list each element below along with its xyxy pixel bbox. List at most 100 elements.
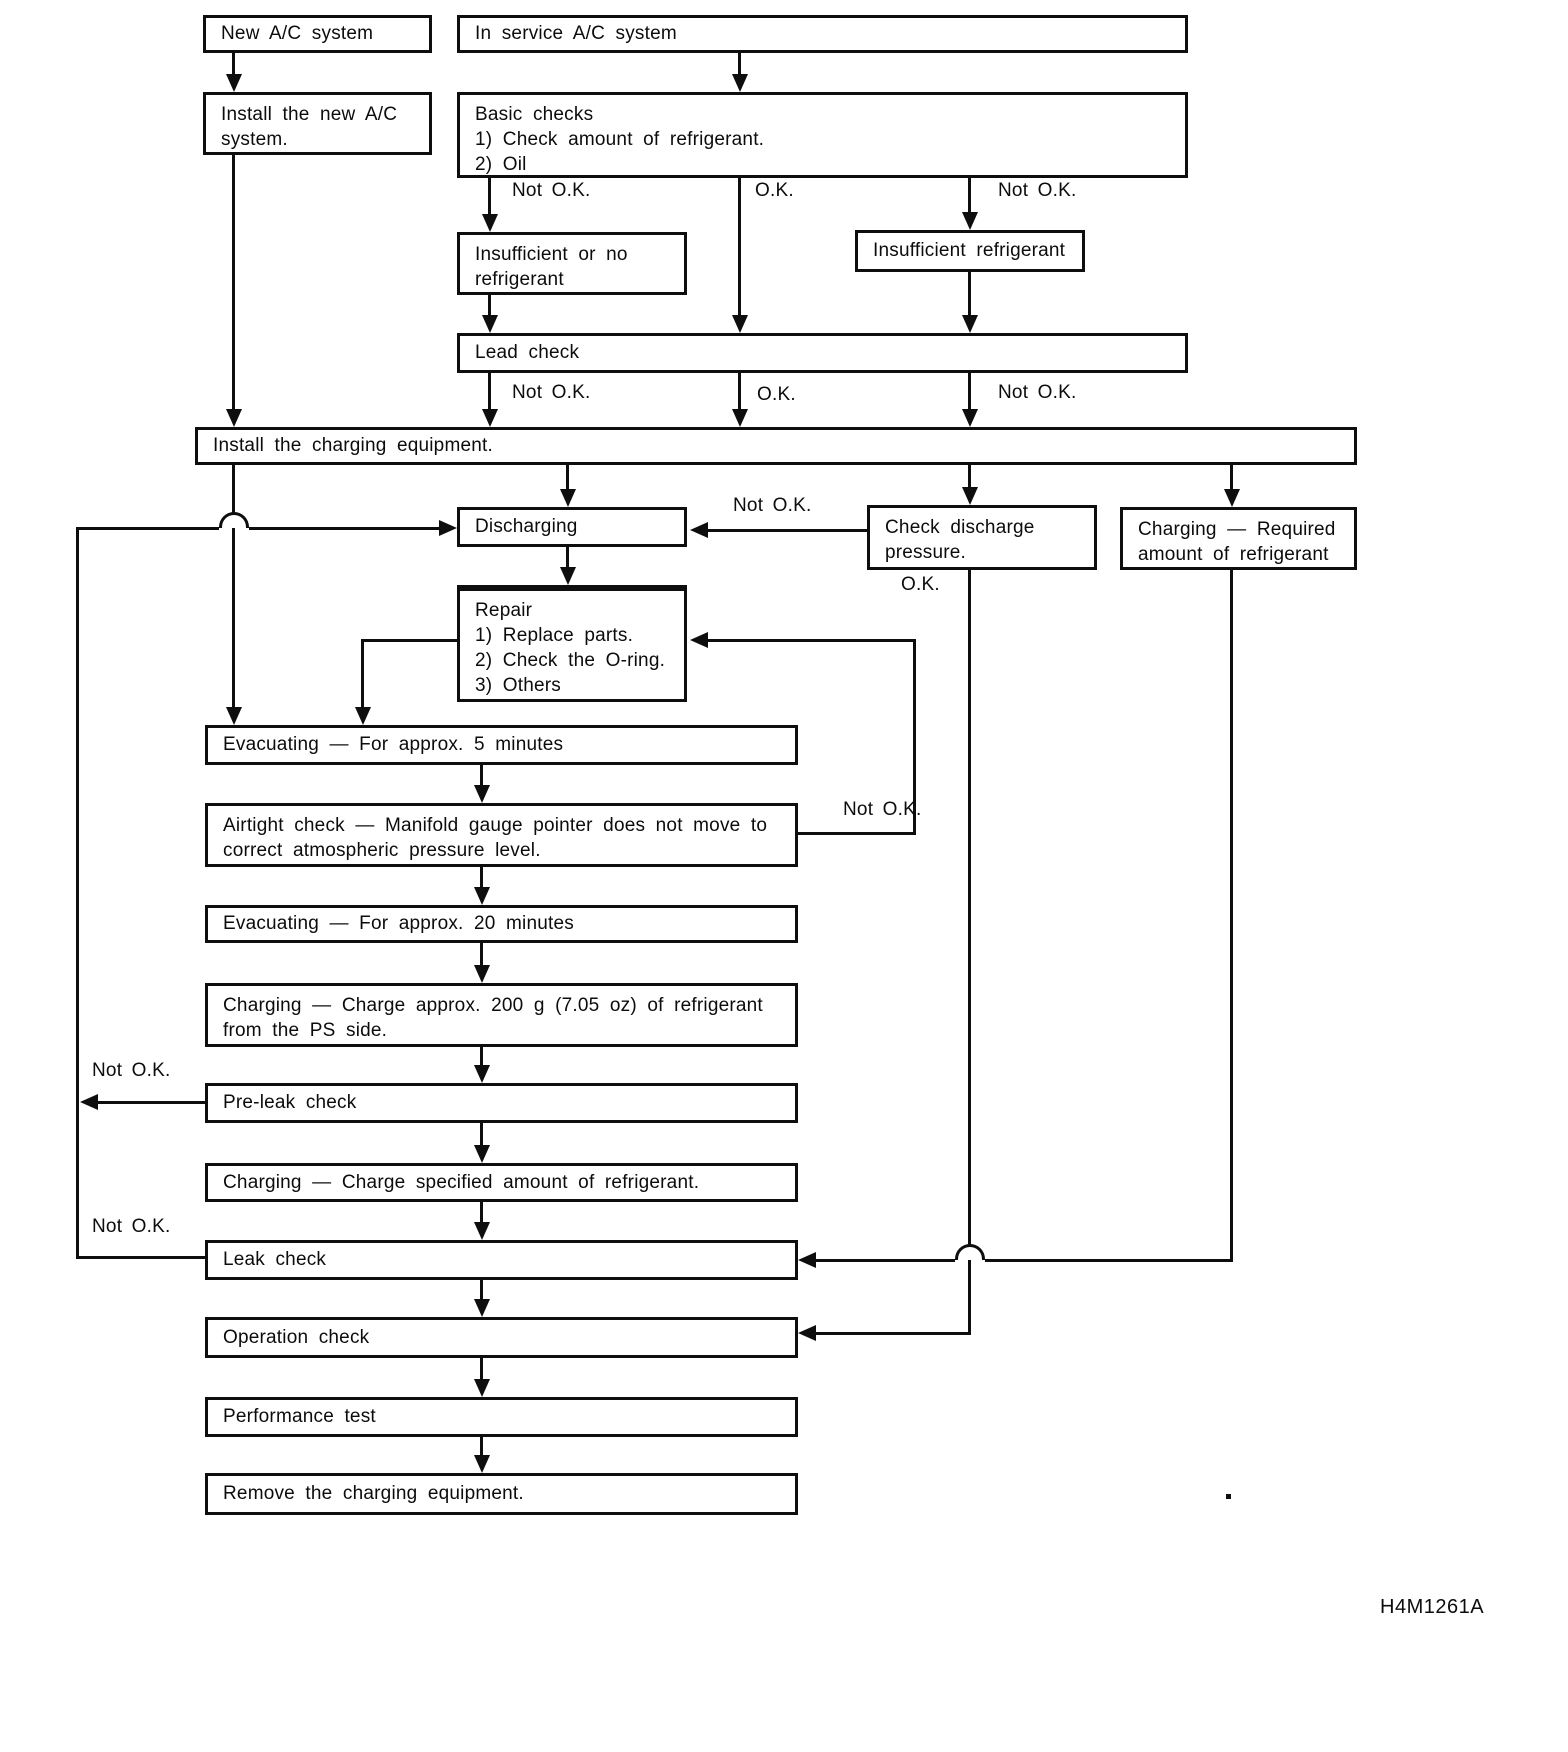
- node-label: Discharging: [475, 516, 578, 538]
- node-label: Insufficient refrigerant: [873, 240, 1066, 262]
- connector-line: [361, 639, 457, 642]
- arrow-down-icon: [474, 1145, 490, 1163]
- connector-line: [480, 1047, 483, 1067]
- node-label: Remove the charging equipment.: [223, 1483, 524, 1505]
- label-not-ok: Not O.K.: [512, 382, 591, 403]
- figure-code: H4M1261A: [1380, 1596, 1485, 1618]
- node-label: Leak check: [223, 1249, 327, 1271]
- connector-line: [968, 178, 971, 214]
- arrow-down-icon: [732, 409, 748, 427]
- connector-line: [480, 1358, 483, 1381]
- connector-line: [738, 53, 741, 77]
- node-label-line: 2) Oil: [475, 154, 527, 176]
- arrow-down-icon: [474, 887, 490, 905]
- label-not-ok: Not O.K.: [733, 495, 812, 516]
- node-lead-check: Lead check: [457, 333, 1188, 373]
- label-ok: O.K.: [901, 574, 940, 595]
- label-not-ok: Not O.K.: [92, 1060, 171, 1081]
- node-new-ac-system: New A/C system: [203, 15, 432, 53]
- connector-line: [968, 465, 971, 489]
- connector-line-leak-not-ok: [76, 1256, 205, 1259]
- node-label-line: 2) Check the O-ring.: [475, 650, 666, 672]
- label-ok: O.K.: [755, 180, 794, 201]
- arrow-down-icon: [962, 409, 978, 427]
- arrow-down-icon: [962, 487, 978, 505]
- node-repair: Repair 1) Replace parts. 2) Check the O-…: [457, 585, 687, 702]
- arrow-down-icon: [226, 74, 242, 92]
- node-pre-leak-check: Pre-leak check: [205, 1083, 798, 1123]
- connector-line: [738, 178, 741, 317]
- arrow-down-icon: [962, 212, 978, 230]
- node-label: New A/C system: [221, 23, 374, 45]
- label-ok: O.K.: [757, 384, 796, 405]
- arrow-right-icon: [439, 520, 457, 536]
- node-label-line: 1) Check amount of refrigerant.: [475, 129, 765, 151]
- node-charging-200g: Charging — Charge approx. 200 g (7.05 oz…: [205, 983, 798, 1047]
- connector-line: [816, 1332, 971, 1335]
- node-label: Operation check: [223, 1326, 370, 1348]
- arrow-down-icon: [474, 1379, 490, 1397]
- node-label: Pre-leak check: [223, 1092, 357, 1114]
- connector-line-airtight-feedback: [913, 640, 916, 833]
- node-evacuating-20-min: Evacuating — For approx. 20 minutes: [205, 905, 798, 943]
- node-label: Performance test: [223, 1406, 376, 1428]
- node-insufficient-refrigerant: Insufficient refrigerant: [855, 230, 1085, 272]
- connector-line: [488, 178, 491, 216]
- node-discharging: Discharging: [457, 507, 687, 547]
- node-airtight-check: Airtight check — Manifold gauge pointer …: [205, 803, 798, 867]
- ink-speck: [1226, 1494, 1231, 1499]
- connector-line: [480, 1123, 483, 1147]
- arrow-left-icon: [690, 632, 708, 648]
- arrow-down-icon: [482, 315, 498, 333]
- node-in-service-ac-system: In service A/C system: [457, 15, 1188, 53]
- node-label-line: Basic checks: [475, 104, 594, 125]
- connector-line-preleak-not-ok: [98, 1101, 205, 1104]
- arrow-down-icon: [226, 409, 242, 427]
- connector-line-charging-required: [1230, 570, 1233, 1260]
- connector-line: [480, 867, 483, 889]
- arrow-down-icon: [474, 785, 490, 803]
- node-label: Evacuating — For approx. 5 minutes: [223, 734, 564, 756]
- node-label: Charging — Required amount of refrigeran…: [1138, 519, 1336, 566]
- connector-line: [816, 1259, 955, 1262]
- connector-line: [488, 295, 491, 317]
- label-not-ok: Not O.K.: [998, 382, 1077, 403]
- node-label-line: 1) Replace parts.: [475, 625, 634, 647]
- connector-line-check-discharge-ok: [968, 570, 971, 1334]
- connector-line: [985, 1259, 1233, 1262]
- arrow-down-icon: [474, 1065, 490, 1083]
- node-leak-check: Leak check: [205, 1240, 798, 1280]
- arrow-down-icon: [560, 567, 576, 585]
- connector-line: [480, 1280, 483, 1301]
- label-not-ok: Not O.K.: [512, 180, 591, 201]
- node-label: Charging — Charge approx. 200 g (7.05 oz…: [223, 995, 763, 1042]
- connector-line-not-ok-to-discharging: [708, 529, 868, 532]
- connector-line: [232, 465, 235, 709]
- arrow-down-icon: [474, 1455, 490, 1473]
- connector-line: [480, 765, 483, 787]
- arrow-down-icon: [355, 707, 371, 725]
- node-label: Lead check: [475, 342, 580, 364]
- connector-line: [968, 373, 971, 411]
- node-remove-charging-equipment: Remove the charging equipment.: [205, 1473, 798, 1515]
- node-label: Airtight check — Manifold gauge pointer …: [223, 815, 768, 862]
- arrow-down-icon: [474, 965, 490, 983]
- connector-line: [708, 639, 916, 642]
- node-install-charging-equipment: Install the charging equipment.: [195, 427, 1357, 465]
- connector-line-left-feedback: [76, 528, 79, 1258]
- connector-line: [480, 943, 483, 967]
- connector-line: [968, 272, 971, 317]
- connector-line: [480, 1202, 483, 1224]
- node-label: Check discharge pressure.: [885, 517, 1035, 564]
- node-label: Insufficient or no refrigerant: [475, 244, 628, 291]
- node-performance-test: Performance test: [205, 1397, 798, 1437]
- label-not-ok: Not O.K.: [843, 799, 922, 820]
- connector-line: [232, 155, 235, 411]
- label-not-ok: Not O.K.: [92, 1216, 171, 1237]
- connector-line: [76, 527, 219, 530]
- arrow-left-icon: [798, 1252, 816, 1268]
- connector-line: [480, 1437, 483, 1457]
- node-label: Evacuating — For approx. 20 minutes: [223, 913, 574, 935]
- node-evacuating-5-min: Evacuating — For approx. 5 minutes: [205, 725, 798, 765]
